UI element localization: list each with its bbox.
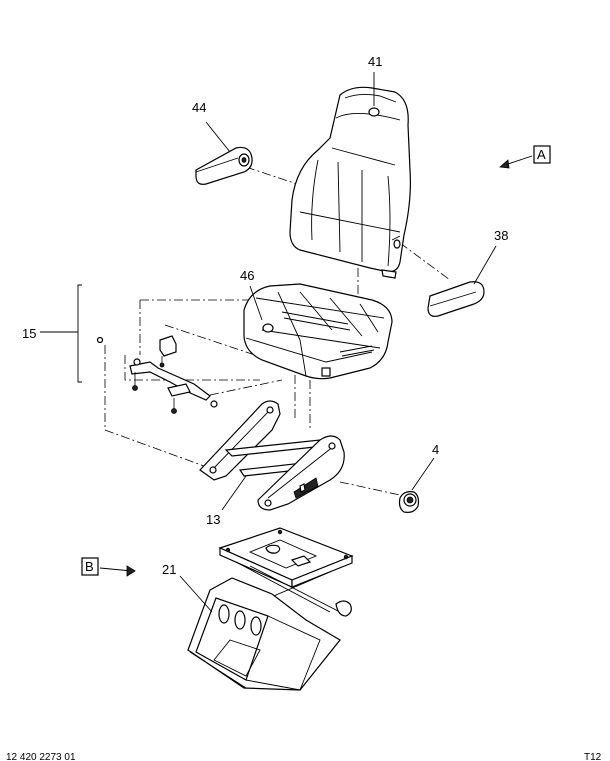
view-ref-a: A bbox=[533, 145, 551, 164]
adjuster-knob bbox=[398, 491, 420, 513]
seat-cushion bbox=[243, 283, 393, 380]
seat-slide-frame bbox=[199, 400, 345, 511]
armrest-right bbox=[427, 281, 485, 317]
page-ref: T12 bbox=[584, 752, 602, 761]
seat-back bbox=[289, 86, 411, 279]
callout-46: 46 bbox=[240, 268, 254, 283]
leader-lines bbox=[99, 72, 533, 613]
view-label-b: B bbox=[85, 559, 94, 574]
callout-13: 13 bbox=[206, 512, 220, 527]
view-ref-b: B bbox=[81, 557, 99, 576]
callout-labels: 41 44 38 46 15 4 13 21 bbox=[22, 54, 508, 577]
callout-4: 4 bbox=[432, 442, 439, 457]
view-label-a: A bbox=[537, 147, 546, 162]
hardware-kit bbox=[40, 284, 218, 414]
callout-38: 38 bbox=[494, 228, 508, 243]
callout-41: 41 bbox=[368, 54, 382, 69]
callout-15: 15 bbox=[22, 326, 36, 341]
callout-44: 44 bbox=[192, 100, 206, 115]
armrest-left bbox=[195, 146, 253, 185]
suspension-base bbox=[187, 527, 354, 691]
figure-number: 12 420 2273 01 bbox=[6, 752, 76, 761]
assembly-lines bbox=[104, 166, 451, 496]
callout-21: 21 bbox=[162, 562, 176, 577]
footer: 12 420 2273 01 T12 bbox=[6, 752, 602, 761]
